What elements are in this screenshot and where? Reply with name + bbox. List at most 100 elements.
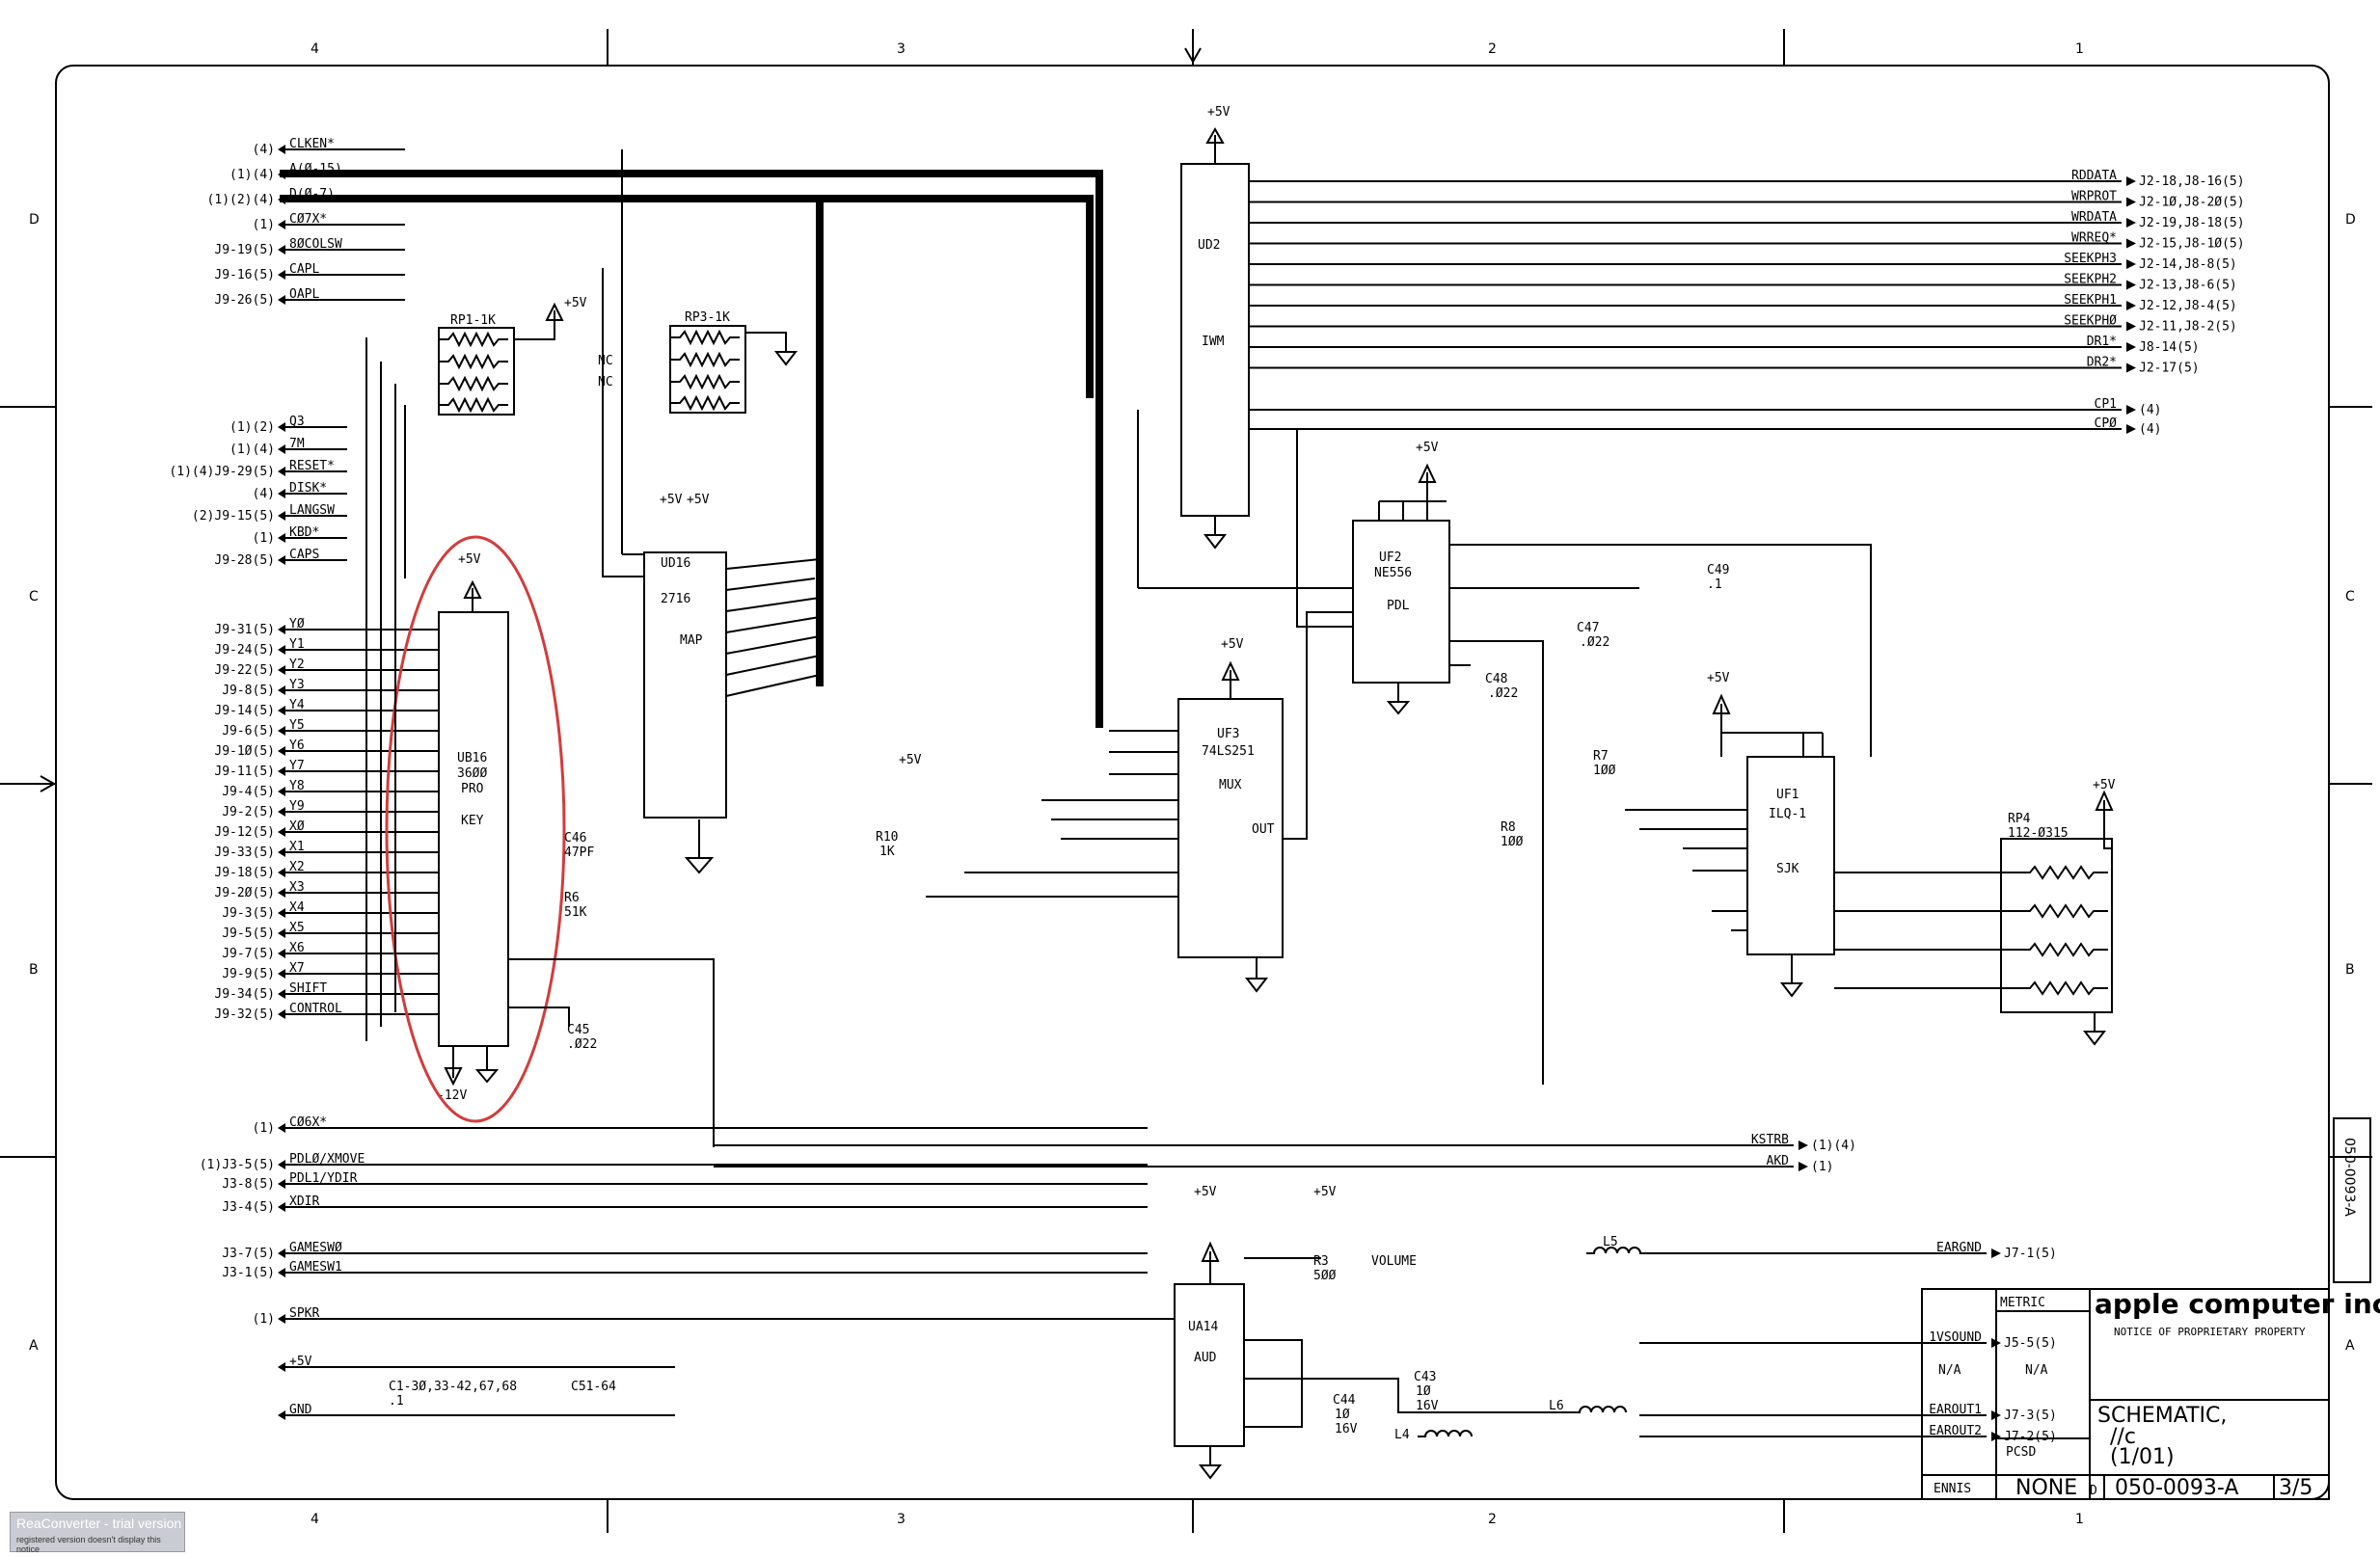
connector-ref: J9-7(5) bbox=[222, 947, 275, 961]
output-ref: (4) bbox=[2139, 422, 2161, 437]
signal-row: J9-24(5)Y1 bbox=[214, 637, 439, 658]
rp3-nc-2: NC bbox=[598, 375, 613, 389]
signal-name: LANGSW bbox=[289, 503, 335, 518]
uf3-type: MUX bbox=[1219, 778, 1242, 792]
connector-ref: (4) bbox=[253, 143, 275, 157]
connector-ref: J9-22(5) bbox=[214, 663, 275, 678]
finish: N/A bbox=[2025, 1363, 2048, 1378]
signal-name: PDL1/YDIR bbox=[289, 1171, 358, 1186]
signal-row: J9-2Ø(5)X3 bbox=[214, 880, 439, 900]
chip-uf2: UF2 NE556 PDL +5V bbox=[1352, 441, 1450, 715]
uf1-ref: UF1 bbox=[1776, 788, 1799, 802]
output-arrow bbox=[2126, 176, 2136, 186]
c43-voltage: 16V bbox=[1416, 1399, 1439, 1413]
zone-col-2-bottom: 2 bbox=[1488, 1512, 1497, 1527]
r3-value: 5ØØ bbox=[1313, 1269, 1337, 1283]
output-ref: J7-2(5) bbox=[2004, 1430, 2057, 1444]
c49-value: .1 bbox=[1707, 577, 1722, 592]
signal-name: X5 bbox=[289, 921, 305, 935]
connector-arrow bbox=[278, 807, 285, 817]
connector-ref: (1) bbox=[253, 1121, 275, 1136]
output-arrow bbox=[2126, 301, 2136, 310]
signal-row: J9-16(5)CAPL bbox=[214, 262, 405, 282]
signal-name: DISK* bbox=[289, 481, 327, 496]
connector-arrow bbox=[278, 489, 285, 498]
connector-arrow bbox=[278, 444, 285, 454]
connector-arrow bbox=[278, 888, 285, 898]
output-name: DR1* bbox=[2087, 335, 2117, 349]
output-name: SEEKPHØ bbox=[2064, 314, 2117, 329]
signal-row: J3-8(5)PDL1/YDIR bbox=[222, 1171, 1148, 1192]
connector-arrow bbox=[278, 726, 285, 736]
c48-label: C48 bbox=[1485, 672, 1507, 686]
connector-arrow bbox=[278, 949, 285, 958]
resistor-pack-rp4: RP4 112-Ø315 +5V bbox=[2000, 778, 2116, 1046]
zone-col-4: 4 bbox=[311, 41, 319, 57]
c44-voltage: 16V bbox=[1335, 1422, 1358, 1436]
output-name: EARGND bbox=[1936, 1241, 1982, 1255]
side-drawing-number: 050-0093-A bbox=[2341, 1138, 2357, 1217]
connector-ref: J9-28(5) bbox=[214, 553, 275, 568]
connector-arrow bbox=[278, 1009, 285, 1019]
signal-name: GAMESWØ bbox=[289, 1241, 342, 1255]
signal-name: SHIFT bbox=[289, 981, 327, 996]
output-arrow bbox=[2126, 424, 2136, 434]
signal-row: (1)CØ6X* bbox=[253, 1115, 1148, 1136]
r10-label: R10 bbox=[876, 830, 898, 845]
uf1-part: ILQ-1 bbox=[1769, 807, 1806, 821]
output-name: EAROUT1 bbox=[1929, 1403, 1982, 1417]
connector-ref: (1) bbox=[253, 531, 275, 546]
zone-row-a: A bbox=[29, 1338, 39, 1354]
signal-row: (4)CLKEN* bbox=[253, 137, 405, 157]
connector-arrow bbox=[278, 766, 285, 776]
signal-row: J3-4(5)XDIR bbox=[222, 1195, 1148, 1215]
chip-ub16: UB16 36ØØ PRO KEY +5V -12V bbox=[437, 552, 509, 1103]
output-ref: J5-5(5) bbox=[2004, 1336, 2057, 1351]
signal-name: 8ØCOLSW bbox=[289, 237, 342, 252]
output-name: AKD bbox=[1767, 1154, 1790, 1168]
output-arrow bbox=[2126, 238, 2136, 249]
output-ref: (1)(4) bbox=[1811, 1139, 1856, 1153]
drawing-title-3: (1/01) bbox=[2110, 1445, 2175, 1469]
connector-ref: J9-6(5) bbox=[222, 724, 275, 738]
connector-arrow bbox=[278, 220, 285, 229]
c49-label: C49 bbox=[1707, 563, 1729, 577]
signal-name: CAPL bbox=[289, 262, 319, 277]
signal-name: YØ bbox=[289, 617, 305, 631]
connector-ref: (1)(4) bbox=[230, 168, 275, 182]
connector-ref: J9-19(5) bbox=[214, 243, 275, 257]
chip-uf1: UF1 ILQ-1 SJK +5V bbox=[1707, 671, 1835, 998]
c46-value: 47PF bbox=[564, 846, 594, 860]
signal-row: +5V bbox=[278, 1355, 675, 1372]
zone-col-1-bottom: 1 bbox=[2075, 1512, 2084, 1527]
output-row: CP1(4) bbox=[1249, 397, 2161, 417]
ud16-ref: UD16 bbox=[661, 556, 690, 571]
connector-ref: J9-32(5) bbox=[214, 1007, 275, 1022]
connector-arrow bbox=[278, 1248, 285, 1258]
signal-name: Y3 bbox=[289, 678, 305, 692]
connector-arrow bbox=[278, 245, 285, 255]
connector-ref: J9-14(5) bbox=[214, 704, 275, 718]
connector-ref: J3-4(5) bbox=[222, 1200, 275, 1215]
signal-row: J3-1(5)GAMESW1 bbox=[222, 1260, 1148, 1280]
rp4-label: RP4 bbox=[2008, 812, 2031, 826]
material: N/A bbox=[1938, 1363, 1961, 1378]
connector-ref: J9-2Ø(5) bbox=[214, 886, 275, 900]
output-arrow bbox=[2126, 280, 2136, 290]
title-metric: METRIC bbox=[2000, 1296, 2045, 1310]
connector-arrow bbox=[278, 295, 285, 305]
watermark-line1: ReaConverter - trial version bbox=[16, 1516, 182, 1531]
resistor-pack-rp1: RP1-1K +5V bbox=[438, 296, 587, 416]
r7-label: R7 bbox=[1593, 749, 1609, 764]
signal-name: 7M bbox=[289, 437, 305, 451]
uf1-vcc: +5V bbox=[1707, 671, 1730, 685]
rp3-label: RP3-1K bbox=[685, 310, 730, 325]
connector-arrow bbox=[278, 645, 285, 655]
connector-ref: J9-9(5) bbox=[222, 967, 275, 981]
